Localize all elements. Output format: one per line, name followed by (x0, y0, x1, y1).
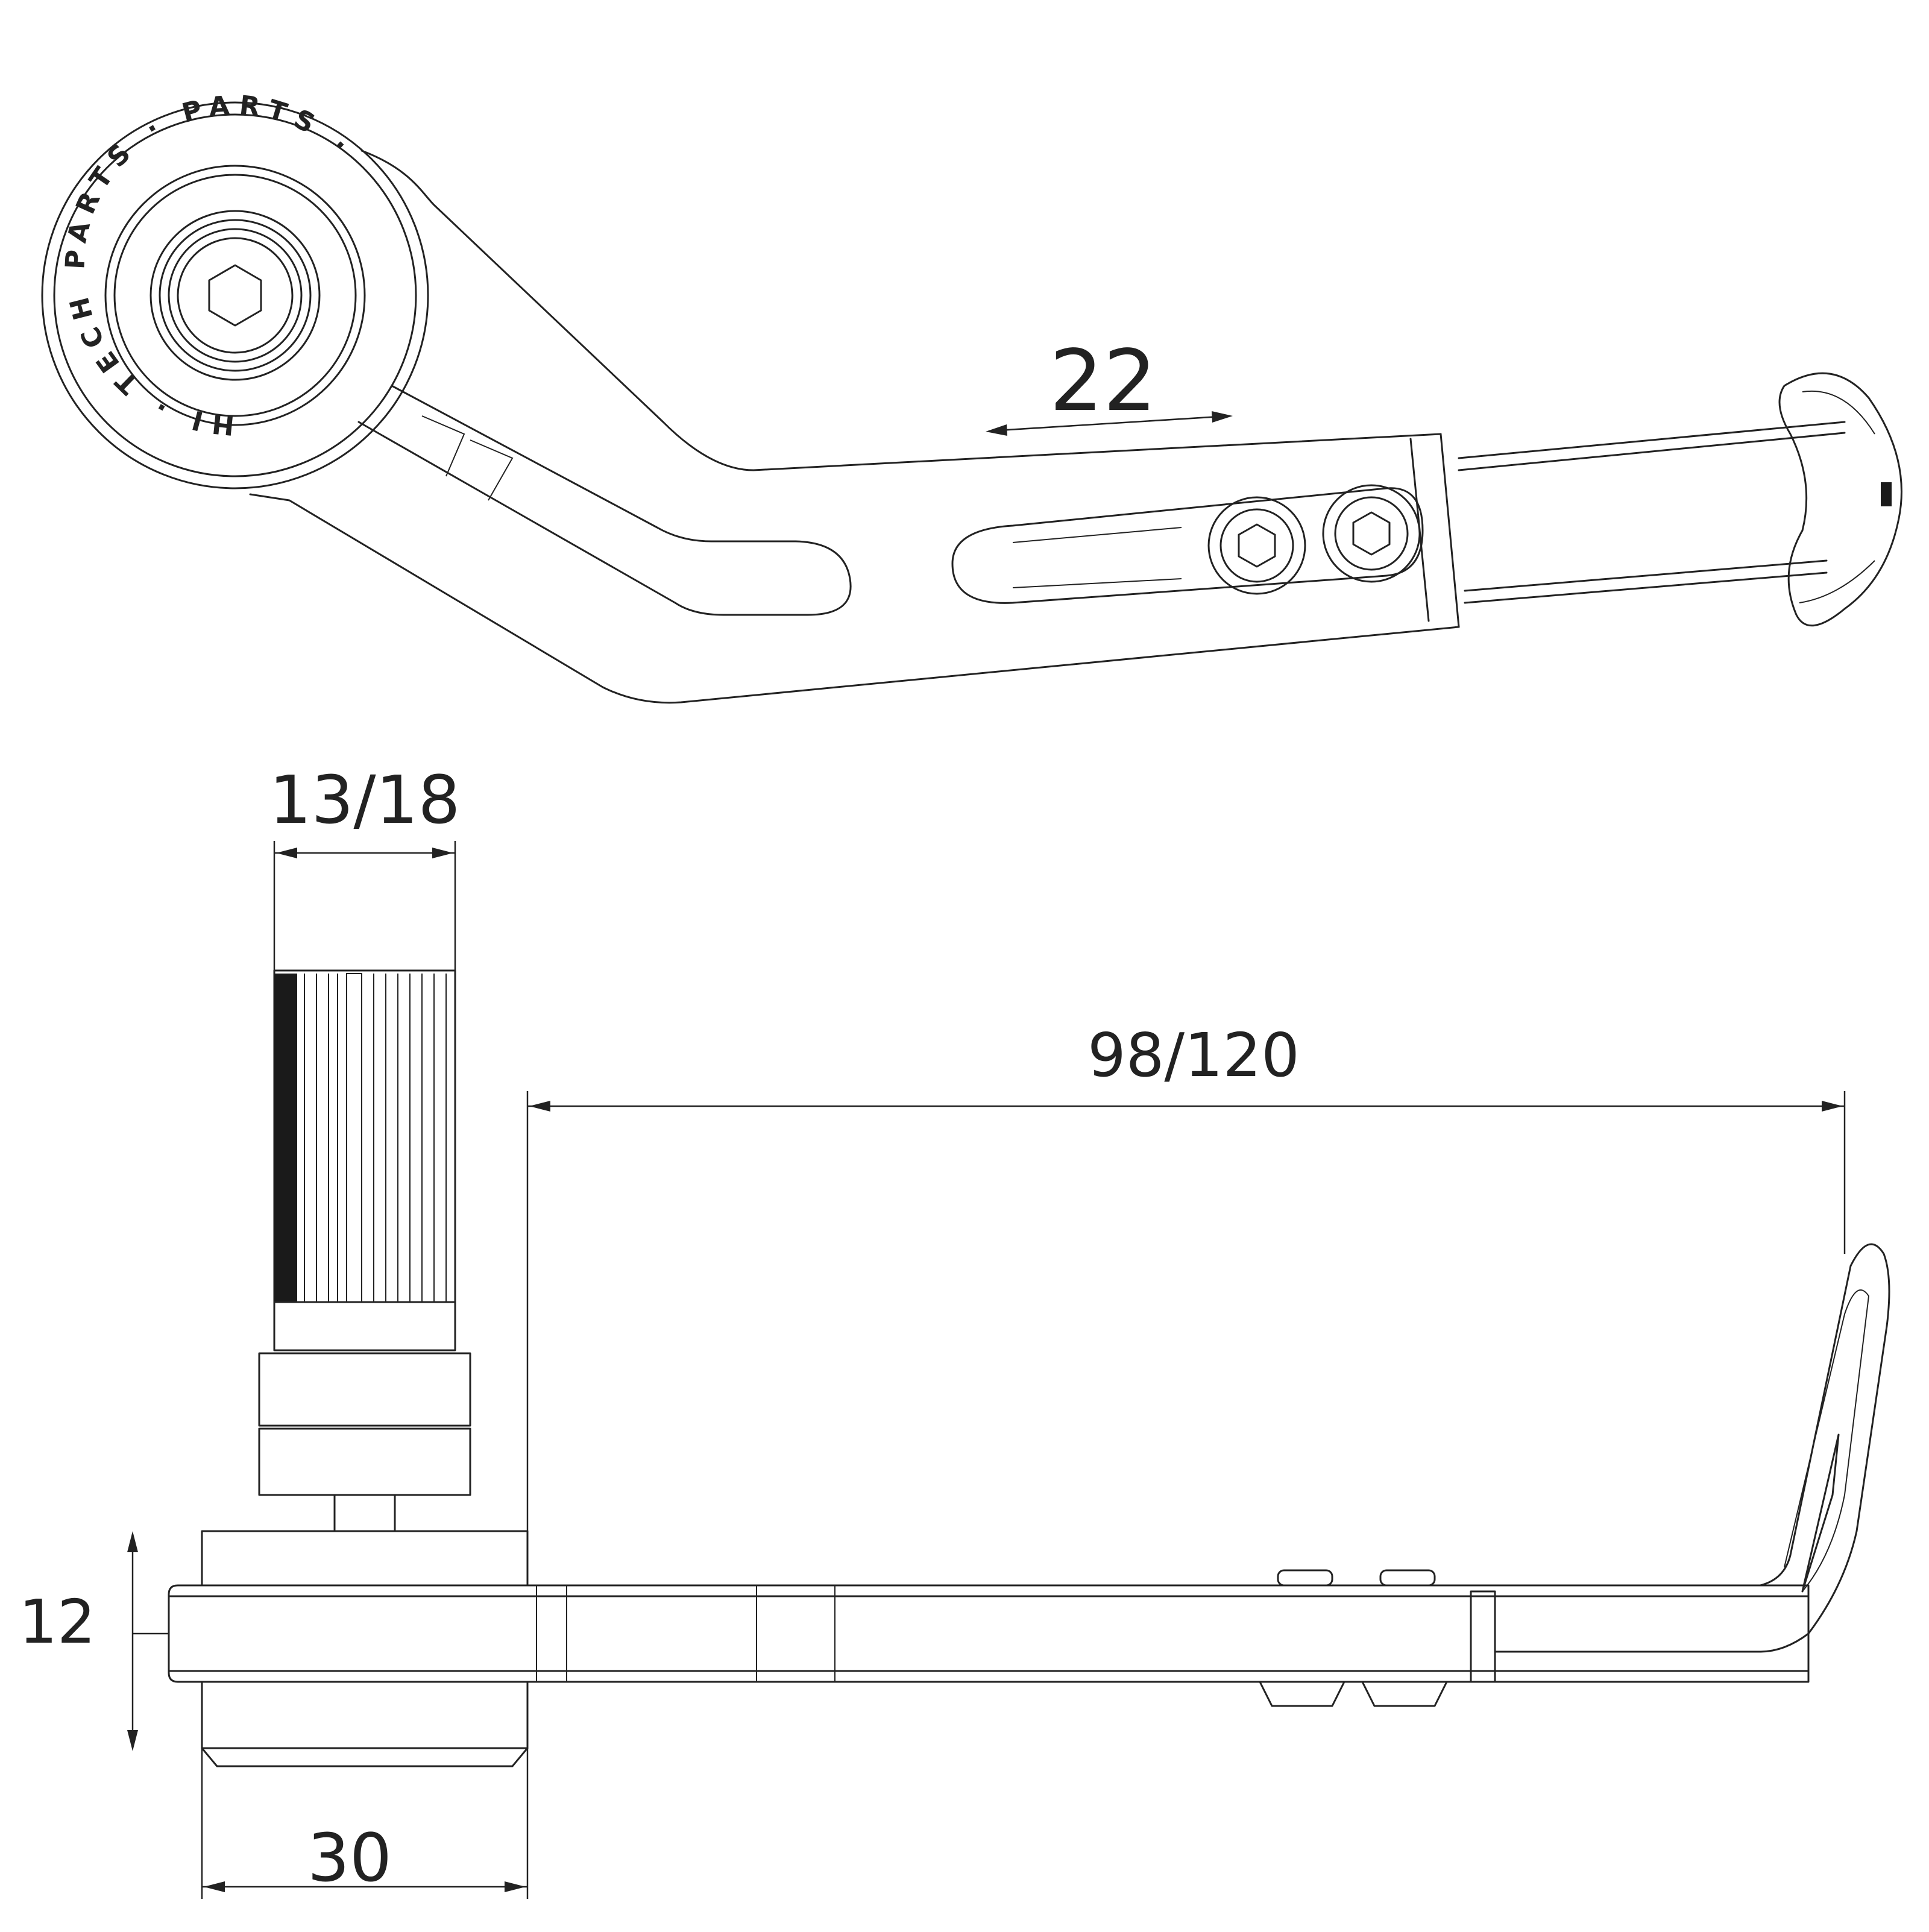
dimension-base-diameter: 30 (201, 1748, 529, 1899)
adjust-slot (951, 487, 1424, 604)
guard-arm-top (249, 149, 1902, 704)
dimension-adjust-range: 22 (986, 332, 1233, 436)
end-shield-side (1494, 1243, 1890, 1653)
dim-label-12: 12 (19, 1587, 95, 1657)
dim-label-13-18: 13/18 (269, 761, 460, 839)
end-shield-top (1778, 372, 1902, 627)
dimension-mount-diameter: 13/18 (269, 761, 461, 971)
dimension-thickness: 12 (19, 1531, 169, 1751)
logo-ring-text: HI · TECH PARTS · PARTS · (60, 90, 360, 441)
splined-stem (273, 969, 456, 1351)
adjuster-bolt-1 (1207, 496, 1306, 595)
dimension-reach: 98/120 (526, 1020, 1846, 1531)
dim-label-98-120: 98/120 (1087, 1020, 1300, 1090)
side-view: 13/18 98/120 12 30 (19, 761, 1890, 1899)
spacer-washers (201, 1352, 529, 1587)
guard-arm-side (168, 1243, 1890, 1767)
dim-label-22: 22 (1049, 332, 1157, 430)
adjuster-bolt-2 (1322, 484, 1421, 583)
hex-socket-icon (208, 264, 262, 327)
dim-label-30: 30 (307, 1819, 392, 1896)
top-view: HI · TECH PARTS · PARTS · (41, 90, 1902, 704)
